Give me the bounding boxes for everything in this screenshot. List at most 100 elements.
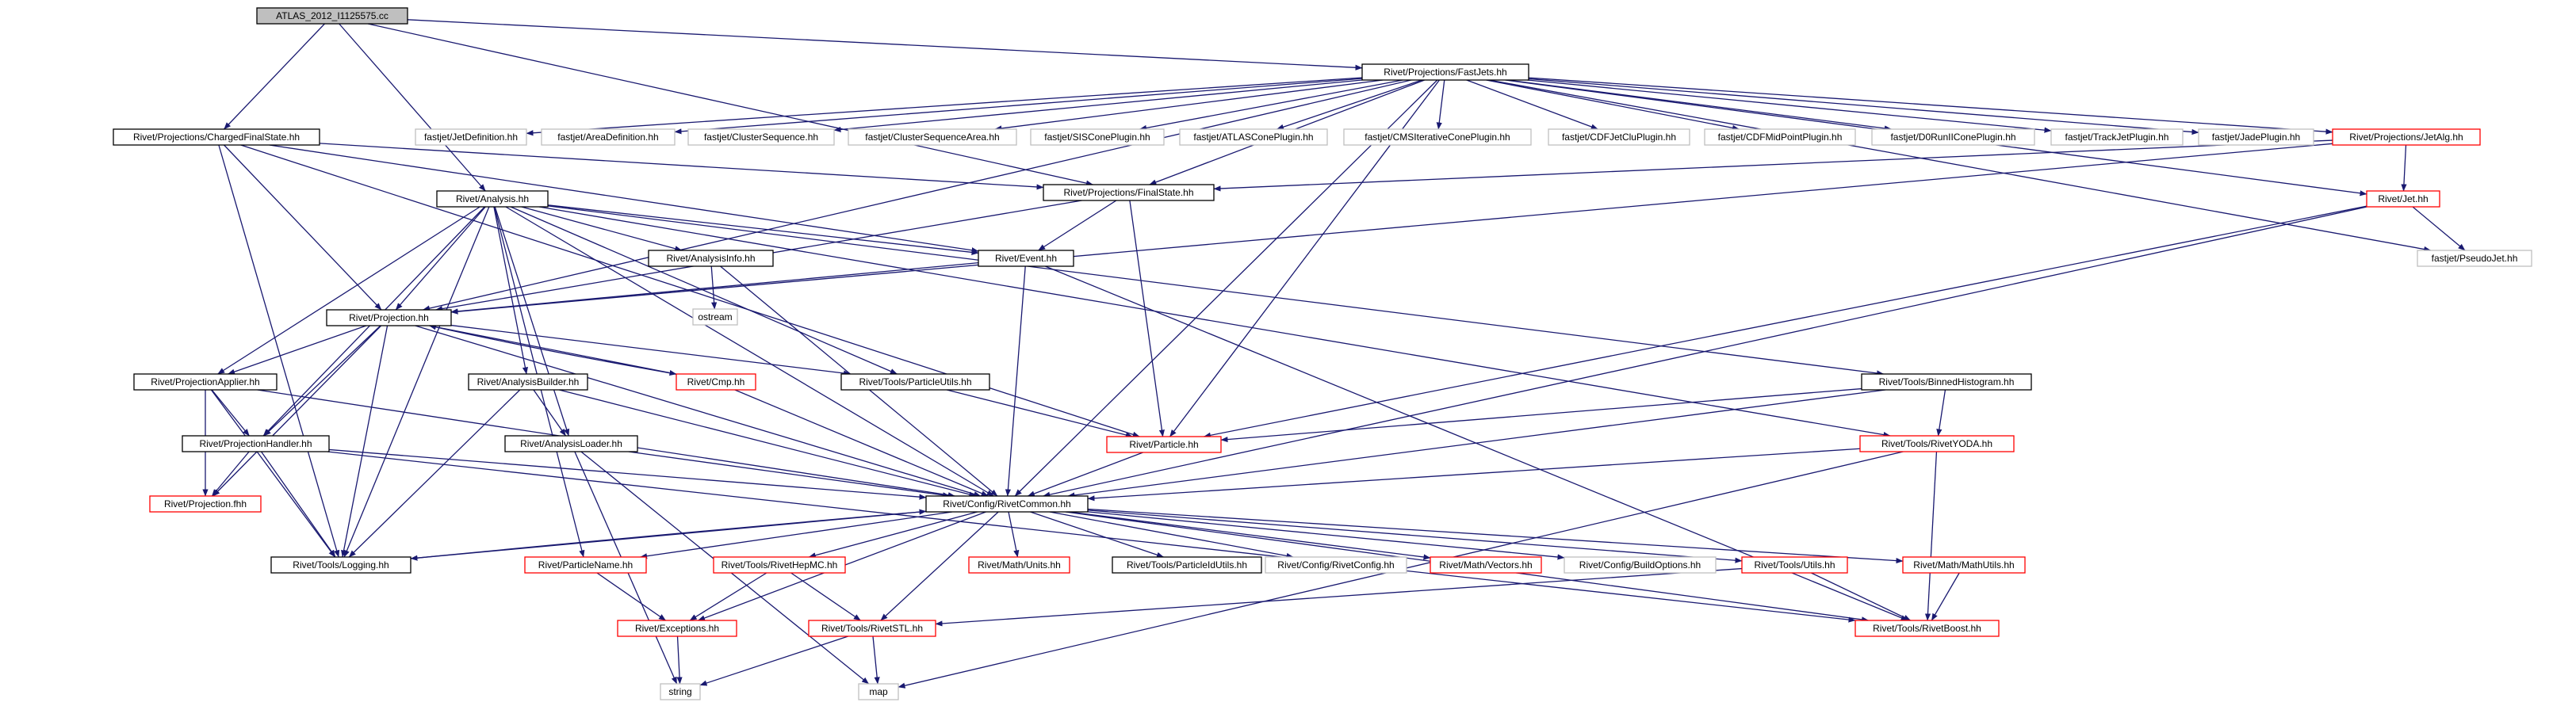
node-label: Rivet/Tools/RivetSTL.hh	[821, 623, 923, 634]
node-pidutils[interactable]: Rivet/Tools/ParticleIdUtils.hh	[1112, 556, 1262, 574]
node-rivetcommon[interactable]: Rivet/Config/RivetCommon.hh	[925, 495, 1089, 513]
node-cmp[interactable]: Rivet/Cmp.hh	[676, 373, 756, 391]
node-analysisinfo[interactable]: Rivet/AnalysisInfo.hh	[648, 250, 774, 267]
node-label: fastjet/JetDefinition.hh	[424, 132, 518, 143]
edge-analysis-to-projection	[395, 206, 486, 311]
dependency-edge	[211, 451, 250, 497]
dependency-edge	[1129, 200, 1165, 437]
node-mathutils[interactable]: Rivet/Math/MathUtils.hh	[1902, 556, 2026, 574]
edge-fastjets-to-fjcms	[1436, 79, 1445, 130]
node-mathunits[interactable]: Rivet/Math/Units.hh	[968, 556, 1070, 574]
node-box	[270, 556, 411, 574]
node-map: map	[858, 683, 899, 700]
node-label: fastjet/SISConePlugin.hh	[1044, 132, 1150, 143]
edge-finalstate-to-particle	[1129, 200, 1165, 437]
node-particleutils[interactable]: Rivet/Tools/ParticleUtils.hh	[840, 373, 990, 391]
node-projapplier[interactable]: Rivet/ProjectionApplier.hh	[133, 373, 278, 391]
node-label: Rivet/ProjectionHandler.hh	[199, 438, 312, 449]
edge-event-to-rivetcommon	[1005, 265, 1026, 497]
node-label: Rivet/Config/RivetConfig.hh	[1277, 559, 1394, 571]
node-box	[687, 128, 835, 146]
node-particle[interactable]: Rivet/Particle.hh	[1106, 436, 1222, 453]
node-label: map	[869, 686, 888, 697]
node-label: Rivet/Projection.hh	[349, 312, 429, 323]
edge-projection-to-projhandler	[263, 325, 381, 437]
node-rivetboost[interactable]: Rivet/Tools/RivetBoost.hh	[1854, 620, 2000, 637]
edge-fastjets-to-fjtrack	[1527, 79, 2052, 133]
node-analysis[interactable]: Rivet/Analysis.hh	[436, 190, 549, 208]
edge-projhandler-to-logging	[260, 451, 336, 558]
edge-jetalg-to-finalstate	[1213, 139, 2333, 192]
edge-chfs-to-logging	[218, 144, 340, 558]
node-label: fastjet/ClusterSequence.hh	[704, 132, 818, 143]
edge-fastjets-to-jetalg	[1528, 77, 2333, 135]
node-toolsutils[interactable]: Rivet/Tools/Utils.hh	[1741, 556, 1848, 574]
node-jet[interactable]: Rivet/Jet.hh	[2366, 190, 2440, 208]
node-logging[interactable]: Rivet/Tools/Logging.hh	[270, 556, 411, 574]
node-event[interactable]: Rivet/Event.hh	[978, 250, 1074, 267]
edge-rivetcommon-to-hepmc	[808, 511, 978, 559]
node-rivetyoda[interactable]: Rivet/Tools/RivetYODA.hh	[1859, 435, 2015, 452]
node-hepmc[interactable]: Rivet/Tools/RivetHepMC.hh	[713, 556, 846, 574]
edge-rivetstl-to-string	[699, 635, 848, 686]
node-label: Rivet/Tools/RivetHepMC.hh	[722, 559, 838, 571]
node-fjatlas: fastjet/ATLASConePlugin.hh	[1179, 128, 1328, 146]
edge-projapplier-to-projhandler	[211, 389, 250, 437]
edge-rivetcommon-to-rivetconfig	[1049, 511, 1294, 559]
dependency-edge	[1924, 451, 1938, 621]
edge-analysisloader-to-rivetcommon	[628, 451, 951, 498]
node-projhandler[interactable]: Rivet/ProjectionHandler.hh	[182, 435, 330, 452]
node-label: fastjet/CMSIterativeConePlugin.hh	[1365, 132, 1510, 143]
node-label: Rivet/Tools/RivetBoost.hh	[1873, 623, 1981, 634]
edge-fastjets-to-fjjade	[1528, 78, 2199, 135]
node-fjcdfmid: fastjet/CDFMidPointPlugin.hh	[1704, 128, 1856, 146]
node-finalstate[interactable]: Rivet/Projections/FinalState.hh	[1043, 184, 1215, 201]
node-box	[133, 373, 278, 391]
node-binnedhist[interactable]: Rivet/Tools/BinnedHistogram.hh	[1861, 373, 2032, 391]
dependency-edge	[1931, 572, 1960, 621]
node-box	[840, 373, 990, 391]
dependency-edge	[339, 23, 486, 192]
node-root[interactable]: ATLAS_2012_I1125575.cc	[256, 7, 408, 25]
node-mathvectors[interactable]: Rivet/Math/Vectors.hh	[1430, 556, 1542, 574]
node-jetalg[interactable]: Rivet/Projections/JetAlg.hh	[2332, 128, 2481, 146]
edge-jet-to-pseudojet	[2412, 206, 2466, 251]
node-label: string	[668, 686, 691, 697]
dependency-edge	[1049, 511, 1294, 559]
dependency-edge	[2412, 206, 2466, 251]
node-exceptions[interactable]: Rivet/Exceptions.hh	[617, 620, 737, 637]
node-box	[1265, 556, 1407, 574]
node-chfs[interactable]: Rivet/Projections/ChargedFinalState.hh	[113, 128, 320, 146]
node-label: Rivet/Tools/Logging.hh	[293, 559, 389, 571]
node-label: Rivet/Config/RivetCommon.hh	[943, 498, 1070, 509]
node-analysisbuilder[interactable]: Rivet/AnalysisBuilder.hh	[468, 373, 588, 391]
edge-binnedhist-to-rivetcommon	[1067, 389, 1886, 498]
edge-fastjets-to-pseudojet	[1489, 79, 2432, 253]
edge-projapplier-to-logging	[210, 389, 336, 558]
dependency-edge	[1213, 139, 2333, 192]
node-label: Rivet/Tools/BinnedHistogram.hh	[1879, 376, 2015, 387]
dependency-edge	[526, 77, 1363, 136]
node-rivetstl[interactable]: Rivet/Tools/RivetSTL.hh	[808, 620, 936, 637]
node-box	[968, 556, 1070, 574]
dependency-edge	[1220, 387, 1862, 443]
node-label: Rivet/Math/Vectors.hh	[1439, 559, 1532, 571]
node-box	[1871, 128, 2035, 146]
node-fastjets[interactable]: Rivet/Projections/FastJets.hh	[1361, 63, 1529, 81]
node-label: Rivet/Cmp.hh	[687, 376, 745, 387]
edge-analysis-to-binnedhist	[547, 205, 1885, 376]
node-label: Rivet/Tools/RivetYODA.hh	[1881, 438, 1992, 449]
node-box	[1548, 128, 1690, 146]
dependency-edge	[1486, 79, 1740, 131]
node-box	[925, 495, 1089, 513]
node-projection[interactable]: Rivet/Projection.hh	[326, 309, 452, 326]
dependency-edge	[415, 325, 982, 497]
node-particlename[interactable]: Rivet/ParticleName.hh	[524, 556, 647, 574]
dependency-edge	[224, 23, 325, 130]
node-label: fastjet/CDFMidPointPlugin.hh	[1718, 132, 1843, 143]
node-analysisloader[interactable]: Rivet/AnalysisLoader.hh	[504, 435, 638, 452]
dependency-edge	[428, 324, 677, 375]
node-projectionfhh[interactable]: Rivet/Projection.fhh	[149, 495, 262, 513]
dependency-edge	[2401, 144, 2407, 192]
node-box	[415, 128, 527, 146]
